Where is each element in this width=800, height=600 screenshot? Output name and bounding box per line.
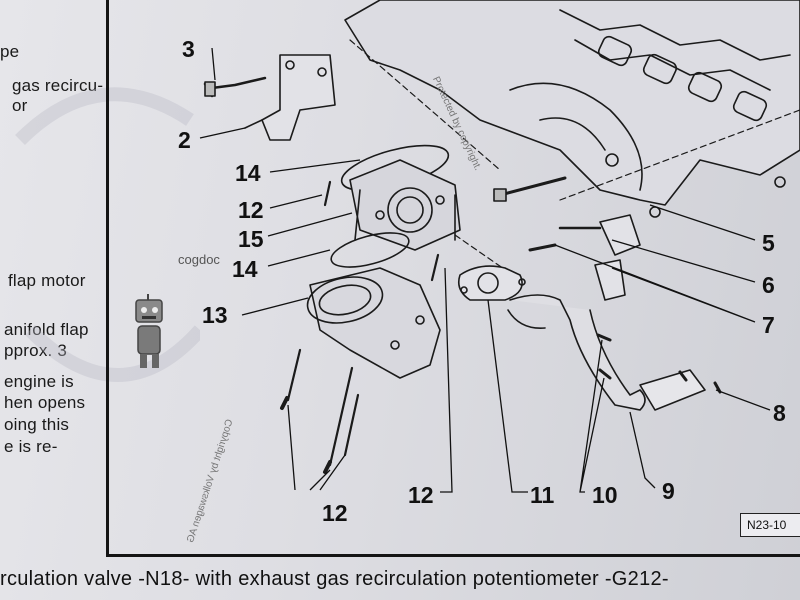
callout-number: 2 — [178, 127, 191, 153]
figure-reference: N23-10 — [740, 513, 800, 537]
side-text-line: anifold flap — [4, 320, 89, 339]
hose — [639, 369, 706, 411]
vw-watermark-logo — [15, 87, 200, 382]
bolt-10 — [596, 333, 612, 342]
callout-number: 3 — [182, 36, 195, 62]
intake-manifold — [344, 0, 800, 206]
bracket — [261, 54, 336, 141]
callout-number: 12 — [408, 482, 434, 508]
side-text-line: pprox. 3 — [4, 341, 68, 360]
side-text-line: oing this — [4, 415, 70, 434]
exploded-view-diagram — [199, 0, 800, 493]
bolt-7 — [528, 243, 557, 252]
side-text-line: flap motor — [8, 271, 86, 290]
callout-number: 5 — [762, 230, 775, 256]
manifold-port — [732, 90, 768, 122]
screw-5 — [498, 176, 567, 197]
callout-number: 12 — [322, 500, 348, 526]
callout-number: 11 — [530, 482, 555, 508]
bolt-12 — [323, 180, 332, 207]
bolt-12 — [286, 348, 302, 402]
callout-number: 15 — [238, 226, 264, 252]
callout-number: 10 — [592, 482, 618, 508]
manifold-port — [687, 71, 723, 103]
diagram-frame — [106, 0, 800, 557]
egr-valve-body — [349, 159, 461, 251]
bracket-6 — [599, 214, 641, 256]
callout-number: 7 — [762, 312, 775, 338]
robot-mascot-icon — [135, 294, 163, 368]
side-text-line: gas recircu- — [12, 76, 104, 95]
callout-number: 8 — [773, 400, 786, 426]
figure-caption: rculation valve -N18- with exhaust gas r… — [0, 568, 669, 590]
manifold-port — [597, 35, 633, 67]
flange-gasket — [457, 265, 523, 301]
side-text-line: pe — [0, 42, 20, 61]
side-text-line: or — [12, 96, 28, 115]
bolt-10 — [598, 368, 612, 380]
callout-number: 13 — [202, 302, 228, 328]
gasket-lower — [330, 232, 410, 268]
side-text-line: e is re- — [4, 437, 58, 456]
callout-number: 9 — [662, 478, 675, 504]
bolt-12 — [343, 393, 360, 457]
side-text-line: engine is — [4, 372, 74, 391]
bolt-12 — [328, 366, 354, 467]
callout-number: 12 — [238, 197, 264, 223]
manifold-port — [642, 53, 678, 85]
callout-number: 6 — [762, 272, 775, 298]
callout-number: 14 — [232, 256, 258, 282]
egr-pipe — [509, 294, 646, 411]
flap-housing — [309, 267, 441, 379]
callout-number: 14 — [235, 160, 261, 186]
bolt-12 — [430, 253, 440, 282]
side-text-line: hen opens — [4, 393, 86, 412]
cogdoc-watermark: cogdoc — [178, 252, 220, 267]
